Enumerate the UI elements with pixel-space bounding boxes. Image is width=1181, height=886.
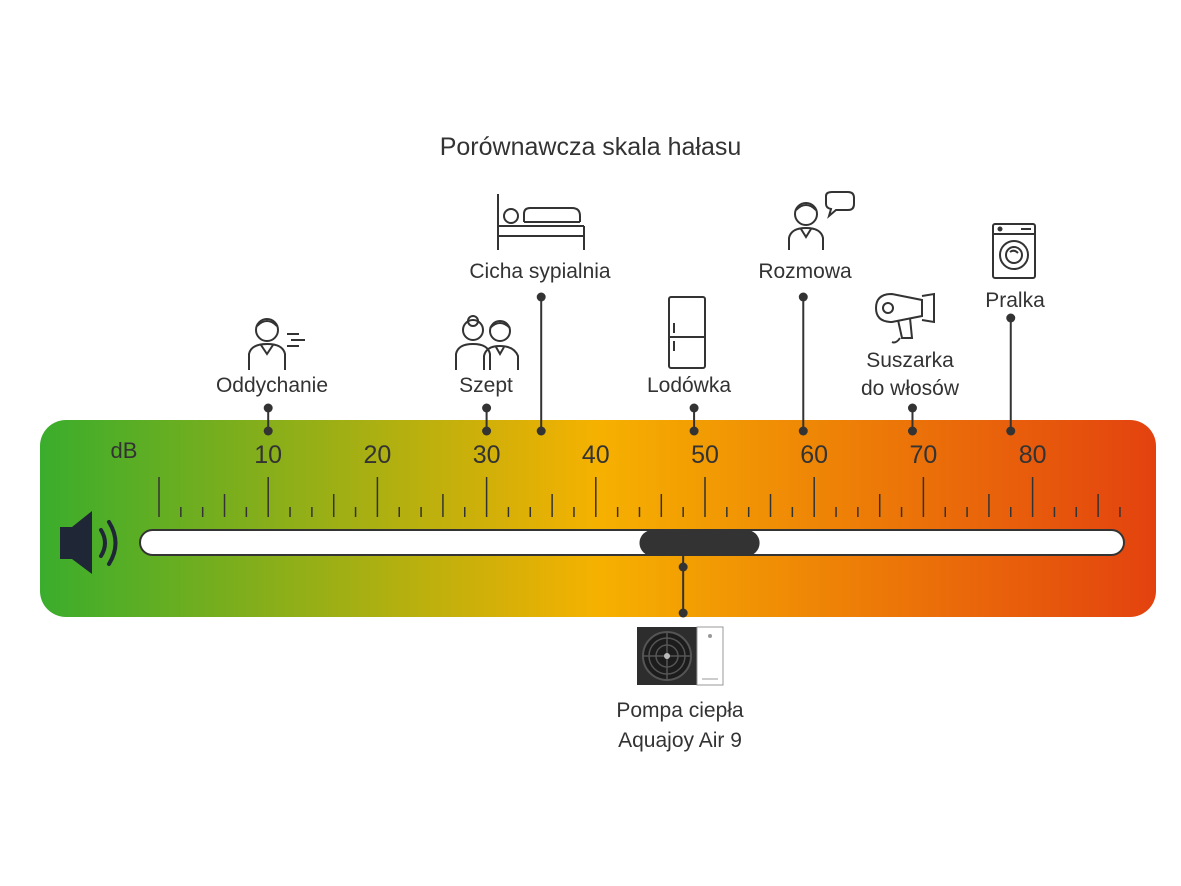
scale-gradient-bar xyxy=(40,420,1156,617)
bed-icon xyxy=(497,194,585,250)
marker-dot-top xyxy=(798,292,808,302)
tick-label: 60 xyxy=(800,441,828,469)
marker-label-hair-dryer-line2: do włosów xyxy=(860,377,960,400)
marker-dot-top xyxy=(689,403,699,413)
marker-label-quiet-bedroom: Cicha sypialnia xyxy=(469,260,611,283)
product-label-line2: Aquajoy Air 9 xyxy=(618,729,742,752)
product-label: Pompa ciepła Aquajoy Air 9 xyxy=(540,696,820,756)
marker-dot-bottom xyxy=(263,426,273,436)
marker-label-fridge: Lodówka xyxy=(646,374,732,397)
marker-label-whisper: Szept xyxy=(459,374,513,397)
marker-dot-top xyxy=(263,403,273,413)
hair-dryer-icon xyxy=(874,292,935,344)
marker-dot-bottom xyxy=(907,426,917,436)
product-dot-bottom xyxy=(678,608,688,618)
marker-dot-bottom xyxy=(798,426,808,436)
marker-connectors xyxy=(263,292,1016,436)
tick-labels: 10 20 30 40 50 60 70 80 xyxy=(254,441,1046,469)
marker-dot-top xyxy=(907,403,917,413)
marker-label-conversation: Rozmowa xyxy=(758,260,852,283)
product-dot-top xyxy=(678,562,688,572)
marker-label-washing-machine: Pralka xyxy=(985,289,1045,312)
fridge-icon xyxy=(668,296,706,369)
tick-label: 10 xyxy=(254,441,282,469)
tick-label: 70 xyxy=(909,441,937,469)
heat-pump-icon xyxy=(637,626,724,686)
marker-dot-bottom xyxy=(1006,426,1016,436)
breathing-person-icon xyxy=(248,318,305,370)
washing-machine-icon xyxy=(992,223,1036,279)
marker-dot-bottom xyxy=(689,426,699,436)
product-label-line1: Pompa ciepła xyxy=(616,699,744,722)
talking-person-icon xyxy=(788,191,855,250)
marker-dot-bottom xyxy=(482,426,492,436)
tick-label: 80 xyxy=(1019,441,1047,469)
tick-label: 50 xyxy=(691,441,719,469)
tick-label: 20 xyxy=(363,441,391,469)
product-range-indicator xyxy=(639,530,760,556)
tick-marks xyxy=(158,477,1121,517)
marker-label-breathing: Oddychanie xyxy=(215,374,329,397)
whispering-people-icon xyxy=(455,315,519,370)
marker-label-hair-dryer-line1: Suszarka xyxy=(866,349,954,372)
marker-dot-top xyxy=(1006,313,1016,323)
diagram-title: Porównawcza skala hałasu xyxy=(439,133,742,161)
tick-label: 40 xyxy=(582,441,610,469)
speaker-icon xyxy=(60,511,118,574)
tick-label: 30 xyxy=(473,441,501,469)
product-connector xyxy=(678,556,688,618)
unit-label: dB xyxy=(111,438,138,463)
marker-dot-top xyxy=(482,403,492,413)
marker-dot-top xyxy=(536,292,546,302)
marker-dot-bottom xyxy=(536,426,546,436)
level-track xyxy=(139,529,1125,556)
